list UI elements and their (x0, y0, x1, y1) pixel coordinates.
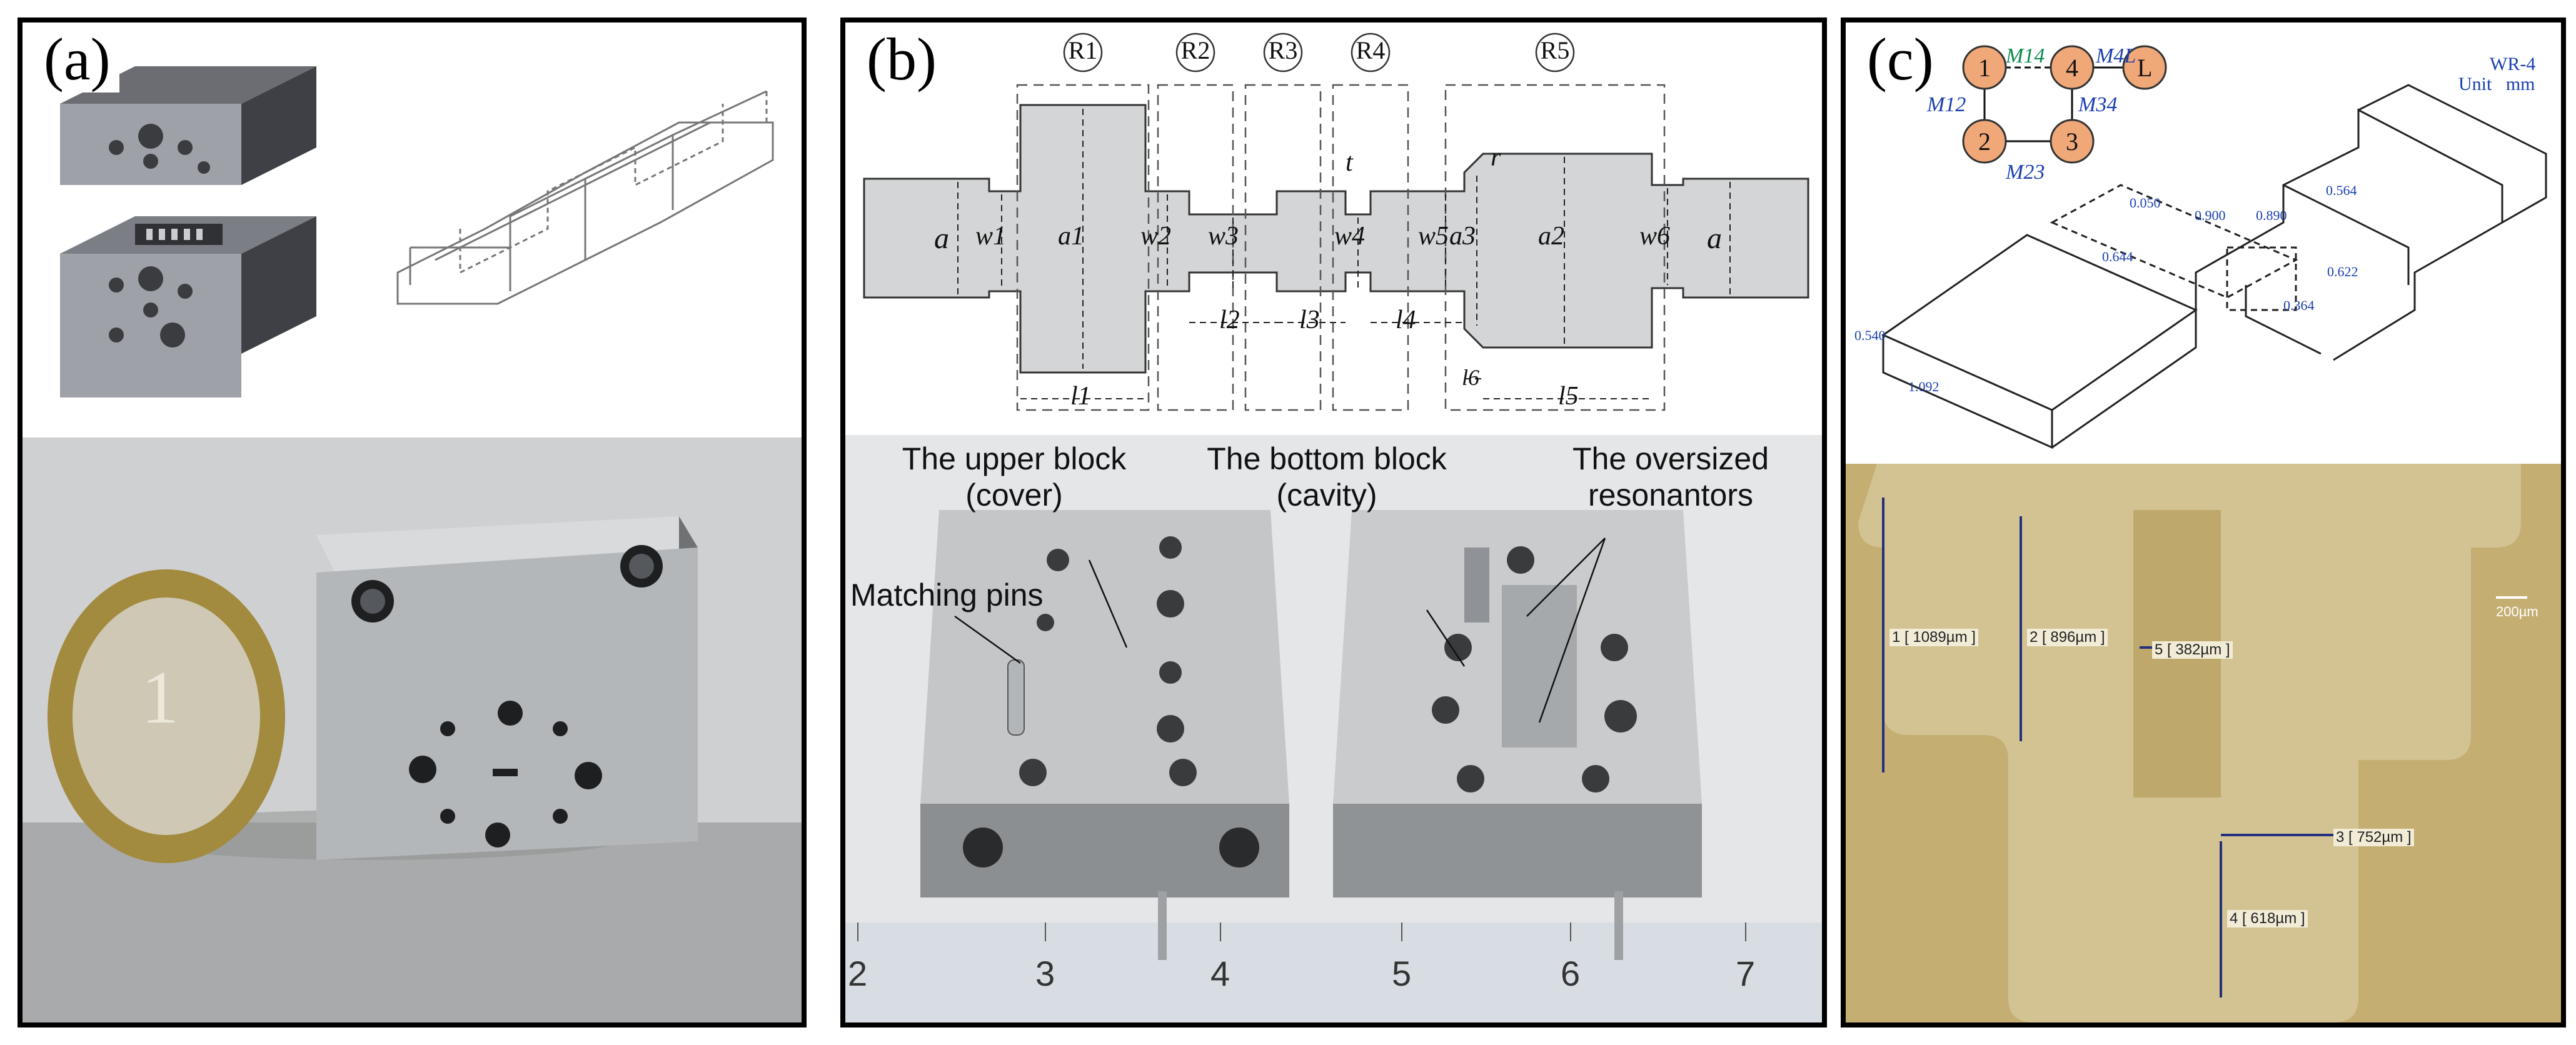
dim-0564: 0.564 (2326, 182, 2357, 198)
panel-c-label: (c) (1864, 26, 1943, 92)
dim-l5: l5 (1558, 382, 1579, 411)
dim-w4: w4 (1334, 222, 1366, 251)
coupling-m12: M12 (1927, 93, 1966, 116)
resonator-boxes (1016, 84, 1666, 411)
dim-0050: 0.050 (2130, 195, 2161, 211)
dim-l1: l1 (1070, 382, 1091, 411)
dim-t: t (1346, 148, 1353, 177)
label-upper-block: The upper block (cover) (902, 441, 1127, 512)
wireframe-filter-model (396, 90, 774, 305)
coupling-m4l: M4L (2096, 44, 2136, 68)
photo-filter-with-coin: 1 (23, 438, 802, 1022)
panel-c: (c) 1 4 L 2 3 M14 M4L M12 M34 M23 WR-4 U… (1841, 18, 2566, 1028)
dim-0622: 0.622 (2327, 264, 2358, 279)
photo-split-block-filter (845, 435, 1822, 1022)
node-l: L (2137, 54, 2153, 82)
resonator-label-r4: R4 (1356, 36, 1386, 64)
resonator-label-r2: R2 (1180, 36, 1210, 64)
dim-a3: a3 (1449, 222, 1476, 251)
dim-0364: 0.364 (2283, 298, 2315, 313)
label-matching-pins: Matching pins (850, 578, 1044, 612)
dim-0644: 0.644 (2102, 249, 2133, 264)
dimension-lines (957, 109, 1731, 399)
measurement-5: 5 [ 382µm ] (2152, 641, 2233, 659)
svg-text:1: 1 (141, 656, 179, 739)
drawing-unit: Unit mm (2458, 74, 2535, 94)
coupling-topology (1962, 45, 2167, 164)
coupling-m14: M14 (2006, 44, 2045, 68)
dim-0900: 0.900 (2195, 208, 2226, 223)
label-oversized-resonators: The oversized resonantors (1572, 441, 1769, 512)
dim-w2: w2 (1140, 222, 1172, 251)
cad-cover-block (60, 66, 316, 185)
coupling-m34: M34 (2078, 93, 2118, 116)
resonator-label-r5: R5 (1540, 36, 1570, 64)
resonator-label-r1: R1 (1068, 36, 1098, 64)
ruler-5: 5 (1392, 954, 1412, 993)
dim-0540: 0.540 (1854, 328, 1886, 343)
dim-w5: w5 (1418, 222, 1449, 251)
coupling-m23: M23 (2006, 161, 2045, 184)
isometric-cad-drawing (1881, 84, 2547, 449)
dim-a-left: a (934, 222, 949, 255)
dim-l6: l6 (1462, 365, 1480, 390)
dim-a2: a2 (1538, 222, 1564, 251)
label-bottom-block: The bottom block (cavity) (1207, 441, 1447, 512)
dim-l4: l4 (1396, 306, 1416, 334)
dim-a1: a1 (1058, 222, 1084, 251)
dim-0890: 0.890 (2256, 208, 2287, 223)
panel-b: (b) R1 R2 R3 R4 R5 a w1 a1 w2 w3 w4 w5 a… (840, 18, 1827, 1028)
dim-w1: w1 (975, 222, 1007, 251)
ruler-6: 6 (1561, 954, 1581, 993)
measurement-3: 3 [ 752µm ] (2333, 829, 2414, 846)
micrograph (1846, 464, 2561, 1022)
measurement-4: 4 [ 618µm ] (2227, 910, 2308, 928)
cad-cavity-block (60, 216, 316, 398)
dim-l3: l3 (1299, 306, 1320, 334)
panel-b-label: (b) (864, 26, 945, 92)
node-3: 3 (2066, 128, 2078, 156)
panel-b-graphic (845, 32, 1822, 1022)
dim-r: r (1491, 143, 1501, 172)
panel-a-label: (a) (41, 26, 119, 92)
node-4: 4 (2066, 54, 2078, 82)
scale-bar-label: 200µm (2496, 604, 2538, 619)
resonator-label-r3: R3 (1268, 36, 1298, 64)
ruler-7: 7 (1736, 954, 1756, 993)
node-1: 1 (1978, 54, 1991, 82)
filter-outline (863, 104, 1809, 374)
ruler-2: 2 (848, 954, 868, 993)
ruler-4: 4 (1210, 954, 1230, 993)
panel-a-graphic: 1 (23, 66, 802, 1022)
dim-w3: w3 (1208, 222, 1239, 251)
measurement-1: 1 [ 1089µm ] (1889, 629, 1978, 646)
drawing-title: WR-4 (2490, 54, 2536, 74)
node-2: 2 (1978, 128, 1991, 156)
panel-a: 1 (a) (18, 18, 807, 1028)
measurement-2: 2 [ 896µm ] (2027, 629, 2108, 646)
resonator-label-circles (1063, 32, 1575, 72)
dim-w6: w6 (1639, 222, 1671, 251)
dim-l2: l2 (1219, 306, 1240, 334)
dim-a-right: a (1707, 222, 1722, 255)
ruler-3: 3 (1035, 954, 1055, 993)
panel-c-graphic (1846, 45, 2561, 1022)
dim-1092: 1.092 (1908, 379, 1940, 394)
